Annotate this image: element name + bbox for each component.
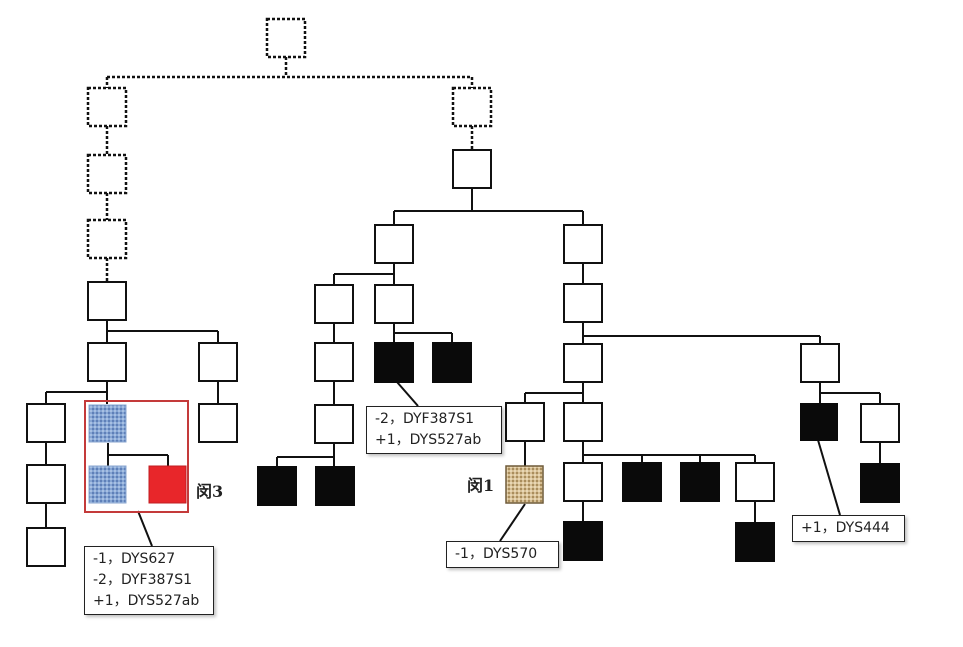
affected-male-square xyxy=(860,463,900,503)
ancestor-root-square xyxy=(265,17,307,59)
highlight-box xyxy=(84,400,189,513)
blue-textured-square xyxy=(88,404,127,443)
red-square xyxy=(148,465,187,504)
mutation-note-line: -2，DYF387S1 xyxy=(375,411,475,427)
ancestor-left-1-square xyxy=(86,86,128,128)
male-square xyxy=(800,343,840,383)
ancestor-right-1-square xyxy=(451,86,493,128)
label-min3: 闵3 xyxy=(196,482,224,501)
male-square xyxy=(87,342,127,382)
male-square xyxy=(198,342,238,382)
male-square xyxy=(563,402,603,442)
mutation-note-right: +1，DYS444 xyxy=(792,515,905,542)
dotted-connectors xyxy=(105,57,474,282)
affected-male-square xyxy=(563,521,603,561)
ancestor-left-3-square xyxy=(86,218,128,260)
male-square xyxy=(26,527,66,567)
label-min1: 闵1 xyxy=(467,476,495,495)
textured-squares xyxy=(88,404,544,504)
affected-male-square xyxy=(374,342,414,383)
mutation-note-line: +1，DYS527ab xyxy=(375,432,482,448)
mutation-note-middle: -2，DYF387S1 +1，DYS527ab xyxy=(366,406,502,454)
mutation-note-line: +1，DYS444 xyxy=(801,520,890,536)
male-square xyxy=(198,403,238,443)
affected-male-square xyxy=(257,466,297,506)
affected-male-square xyxy=(315,466,355,506)
mutation-note-center: -1，DYS570 xyxy=(446,541,559,568)
mutation-note-line: -2，DYF387S1 xyxy=(93,572,193,588)
affected-male-square xyxy=(432,342,472,383)
male-square xyxy=(314,284,354,324)
mutation-note-line: +1，DYS527ab xyxy=(93,593,200,609)
open-squares xyxy=(26,149,900,567)
tan-textured-square xyxy=(505,465,544,504)
male-square xyxy=(452,149,492,189)
male-square xyxy=(26,403,66,443)
male-square xyxy=(374,224,414,264)
male-square xyxy=(563,283,603,323)
mutation-note-left: -1，DYS627 -2，DYF387S1 +1，DYS527ab xyxy=(84,546,214,615)
male-square xyxy=(314,404,354,444)
blue-textured-square xyxy=(88,465,127,504)
affected-male-square xyxy=(622,462,662,502)
male-square xyxy=(314,342,354,382)
mutation-note-line: -1，DYS627 xyxy=(93,551,176,567)
solid-connectors xyxy=(45,188,881,547)
affected-male-square xyxy=(800,403,838,441)
affected-male-square xyxy=(735,522,775,562)
filled-squares xyxy=(257,342,900,562)
male-square xyxy=(26,464,66,504)
male-square xyxy=(860,403,900,443)
male-square xyxy=(505,402,545,442)
male-square xyxy=(563,224,603,264)
male-square xyxy=(563,343,603,383)
mutation-note-line: -1，DYS570 xyxy=(455,546,538,562)
male-square xyxy=(374,284,414,324)
male-square xyxy=(563,462,603,502)
ancestor-left-2-square xyxy=(86,153,128,195)
male-square xyxy=(87,281,127,321)
male-square xyxy=(735,462,775,502)
affected-male-square xyxy=(680,462,720,502)
dotted-squares xyxy=(86,17,493,260)
